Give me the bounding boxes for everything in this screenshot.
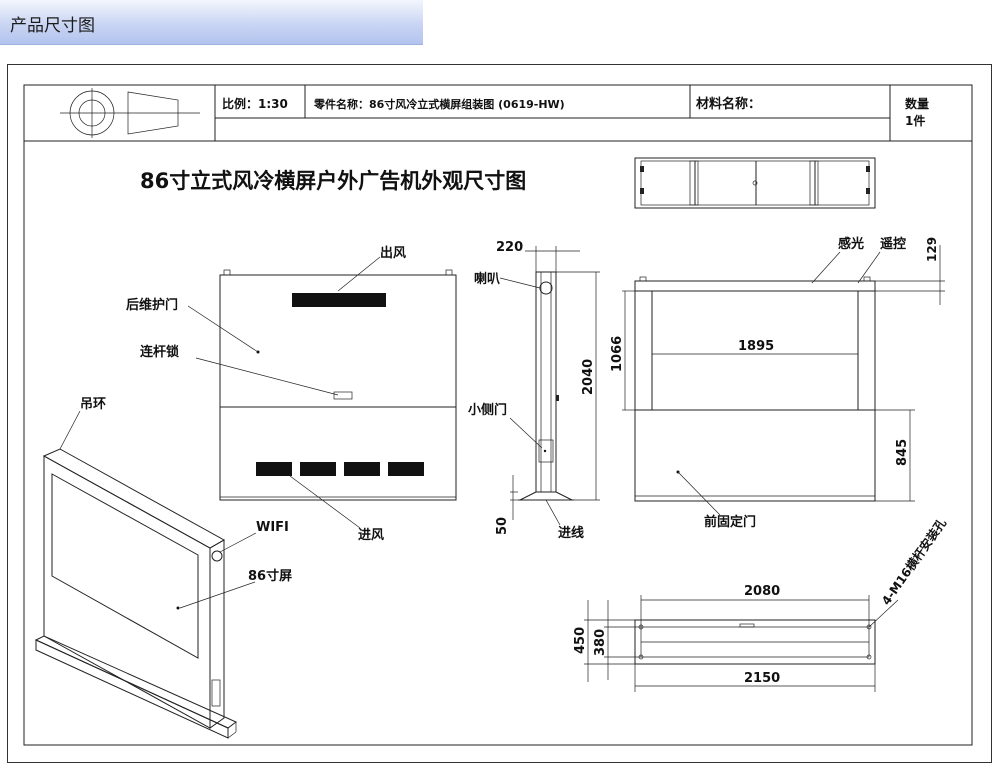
inner-border [23, 84, 973, 746]
front-view [634, 276, 876, 502]
link-lock-shape [333, 391, 353, 400]
quantity-label: 数量 [905, 96, 929, 111]
label-mount-holes: 4-M16横杆安装孔 [878, 516, 949, 608]
material-text: 材料名称： [696, 96, 761, 112]
label-rear-door: 后维护门 [126, 297, 178, 313]
label-air-in: 进风 [358, 528, 384, 543]
rear-view [219, 269, 457, 501]
label-small-door: 小侧门 [468, 402, 507, 418]
dim-top-offset: 129 [925, 237, 939, 262]
part-name-text: 零件名称：86寸风冷立式横屏组装图 (0619-HW) [313, 97, 565, 111]
projection-symbol [60, 88, 200, 138]
drawing-frame [7, 64, 992, 763]
dim-base-depth: 450 [573, 627, 588, 654]
label-screen: 86寸屏 [248, 568, 292, 584]
label-front-door: 前固定门 [704, 514, 756, 530]
dim-lower-height: 845 [895, 439, 910, 466]
top-view-small [634, 157, 876, 209]
isometric-view [34, 448, 237, 739]
scale-text: 比例：1:30 [222, 96, 288, 111]
label-speaker: 喇叭 [474, 271, 500, 287]
label-link-lock: 连杆锁 [140, 344, 179, 360]
dim-height-total: 2040 [581, 359, 596, 395]
label-remote: 遥控 [880, 236, 906, 252]
base-view-dims [584, 595, 899, 692]
dim-base-width: 2150 [744, 671, 780, 686]
quantity-value: 1件 [905, 113, 925, 128]
drawing-title: 86寸立式风冷横屏户外广告机外观尺寸图 [140, 169, 526, 193]
dim-hole-depth: 380 [593, 629, 608, 656]
dim-upper-height: 1066 [610, 336, 625, 372]
section-title: 产品尺寸图 [10, 16, 95, 36]
label-cable-in: 进线 [558, 525, 584, 541]
label-lifting-ring: 吊环 [80, 397, 106, 412]
section-header: 产品尺寸图 [0, 0, 423, 45]
label-air-out: 出风 [380, 245, 406, 261]
base-view [634, 619, 876, 665]
title-block: 比例：1:30 零件名称：86寸风冷立式横屏组装图 (0619-HW) 材料名称… [24, 85, 972, 142]
air-inlet-grilles [256, 462, 424, 476]
front-view-dims [622, 245, 945, 516]
dim-base-height: 50 [495, 517, 510, 535]
side-view [518, 271, 574, 501]
air-outlet-grille [292, 293, 386, 307]
dim-screen-width: 1895 [738, 339, 774, 354]
label-light-sensor: 感光 [838, 236, 864, 252]
dim-hole-spacing: 2080 [744, 584, 780, 599]
isometric-leaders [59, 410, 257, 609]
rear-view-leaders [187, 256, 381, 529]
dim-side-depth: 220 [496, 240, 523, 255]
label-wifi: WIFI [256, 520, 289, 535]
side-view-dims [499, 246, 600, 526]
